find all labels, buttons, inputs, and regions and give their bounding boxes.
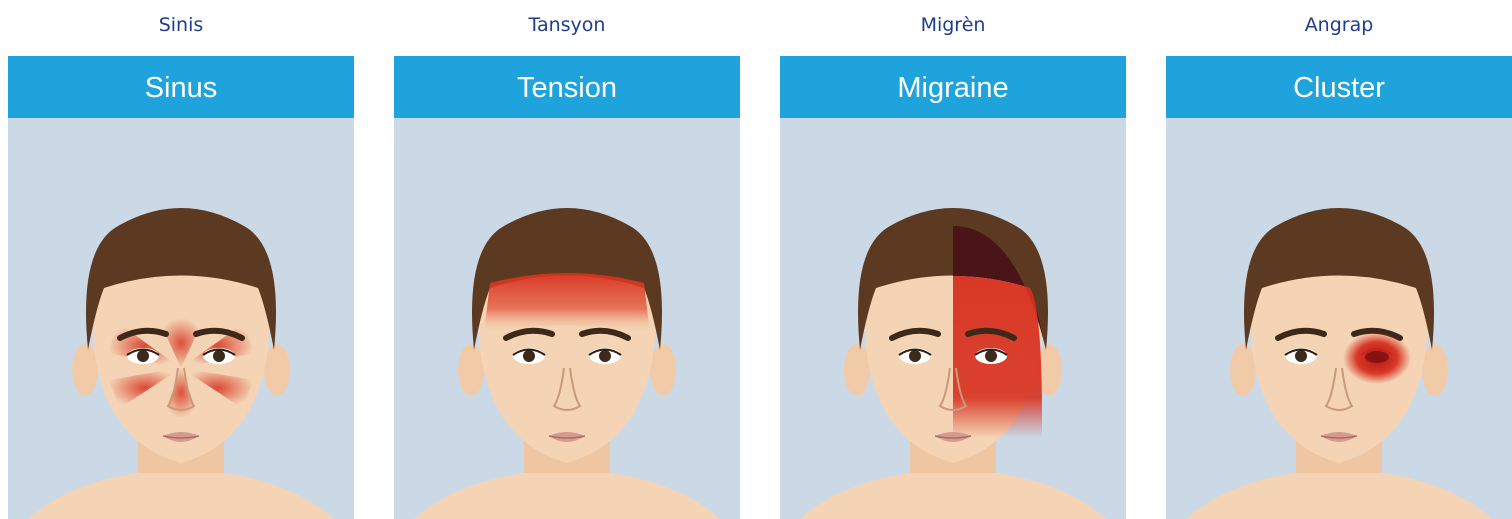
face-illustration — [1166, 118, 1512, 519]
panel-sinus: Sinis Sinus — [8, 0, 354, 519]
panel-migraine: Migrèn Migraine — [780, 0, 1126, 519]
panel-header: Migraine — [780, 56, 1126, 118]
panel-tension: Tansyon Tension — [394, 0, 740, 519]
panel-header: Sinus — [8, 56, 354, 118]
face-illustration — [8, 118, 354, 519]
panel-header: Cluster — [1166, 56, 1512, 118]
pain-area-forehead-band — [484, 273, 650, 333]
panel-card: Cluster — [1166, 56, 1512, 519]
panel-card: Sinus — [8, 56, 354, 519]
panel-card: Migraine — [780, 56, 1126, 519]
panel-caption: Sinis — [8, 14, 354, 36]
panel-caption: Angrap — [1166, 14, 1512, 36]
panel-caption: Migrèn — [780, 14, 1126, 36]
face-illustration — [780, 118, 1126, 519]
panel-cluster: Angrap Cluster — [1166, 0, 1512, 519]
face-illustration — [394, 118, 740, 519]
panel-header: Tension — [394, 56, 740, 118]
panel-caption: Tansyon — [394, 14, 740, 36]
panel-card: Tension — [394, 56, 740, 519]
